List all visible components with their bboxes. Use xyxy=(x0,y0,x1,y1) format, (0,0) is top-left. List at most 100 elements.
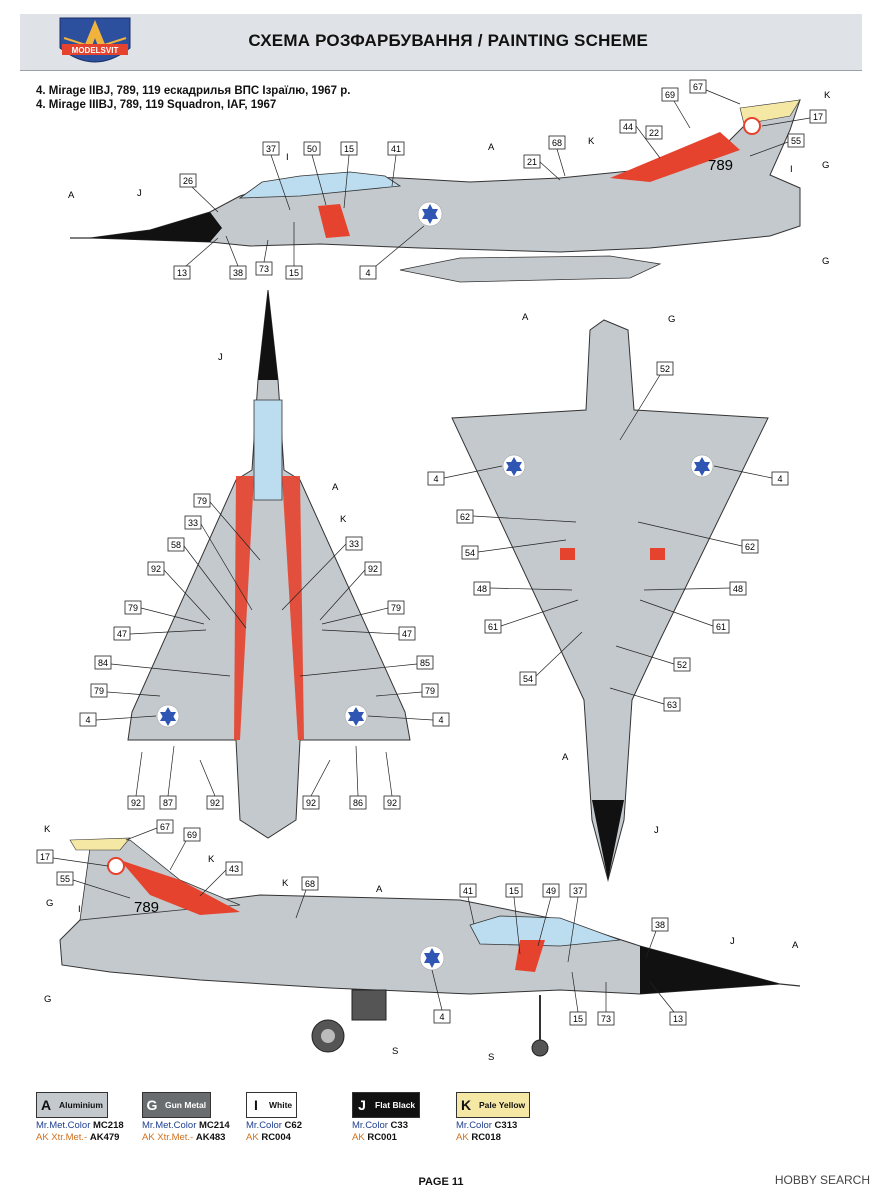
callout-54b: 54 xyxy=(519,631,583,686)
svg-text:69: 69 xyxy=(187,830,197,840)
svg-text:44: 44 xyxy=(623,122,633,132)
callout-79c: 79 xyxy=(321,600,405,625)
header-bar: MODELSVIT СХЕМА РОЗФАРБУВАННЯ / PAINTING… xyxy=(20,14,862,71)
tag-G-nose: G xyxy=(44,994,51,1005)
caption-english: 4. Mirage IIIBJ, 789, 119 Squadron, IAF,… xyxy=(36,99,277,111)
callout-55b: 55 xyxy=(56,871,131,899)
tag-A-lower: A xyxy=(562,752,569,763)
callout-21: 21 xyxy=(523,154,561,181)
callout-33b: 33 xyxy=(281,536,363,611)
callout-4b: 4 xyxy=(367,712,450,727)
svg-text:73: 73 xyxy=(601,1014,611,1024)
tag-K-plan: K xyxy=(340,514,347,525)
svg-text:73: 73 xyxy=(259,264,269,274)
tag-A-tank: A xyxy=(522,312,529,323)
tail-number-bottom: 789 xyxy=(134,899,159,916)
tag-G-plan: G xyxy=(668,314,675,325)
callout-92e: 92 xyxy=(302,759,331,810)
callout-48b: 48 xyxy=(643,581,747,596)
svg-text:33: 33 xyxy=(349,539,359,549)
tail-number-top: 789 xyxy=(708,157,733,174)
tag-J-plan: J xyxy=(218,352,223,363)
svg-text:79: 79 xyxy=(128,603,138,613)
tag-K-fin: K xyxy=(824,90,831,101)
svg-text:41: 41 xyxy=(391,144,401,154)
legend-codes-flat-black: Mr.Color C33 AK RC001 xyxy=(352,1120,408,1143)
svg-text:67: 67 xyxy=(693,82,703,92)
side-view-bottom: 789 xyxy=(59,837,801,1057)
svg-text:41: 41 xyxy=(463,886,473,896)
callout-61b: 61 xyxy=(639,599,730,634)
tag-J-bottomside: J xyxy=(730,936,735,947)
callout-17: 17 xyxy=(761,109,827,127)
callout-4c: 4 xyxy=(427,465,503,486)
svg-text:4: 4 xyxy=(365,268,370,278)
callout-92c: 92 xyxy=(127,751,145,810)
svg-text:13: 13 xyxy=(177,268,187,278)
callout-52a: 52 xyxy=(619,361,674,441)
tag-S-nose: S xyxy=(488,1052,494,1063)
callout-79b: 79 xyxy=(124,600,205,625)
svg-text:61: 61 xyxy=(488,622,498,632)
svg-text:43: 43 xyxy=(229,864,239,874)
svg-text:15: 15 xyxy=(573,1014,583,1024)
callout-26: 26 xyxy=(179,173,219,213)
callout-92d: 92 xyxy=(199,759,224,810)
svg-text:84: 84 xyxy=(98,658,108,668)
svg-text:37: 37 xyxy=(573,886,583,896)
callout-43: 43 xyxy=(199,861,243,897)
side-view-top: 789 xyxy=(70,99,801,283)
callout-47b: 47 xyxy=(321,626,416,641)
svg-text:4: 4 xyxy=(85,715,90,725)
callout-38: 38 xyxy=(225,235,247,280)
svg-text:92: 92 xyxy=(131,798,141,808)
callout-92b: 92 xyxy=(319,561,382,621)
svg-text:79: 79 xyxy=(391,603,401,613)
tag-A-top: A xyxy=(488,142,495,153)
callout-17b: 17 xyxy=(36,849,109,867)
tag-I: I xyxy=(286,152,289,163)
page-title: СХЕМА РОЗФАРБУВАННЯ / PAINTING SCHEME xyxy=(248,31,648,50)
svg-text:92: 92 xyxy=(306,798,316,808)
svg-text:15: 15 xyxy=(344,144,354,154)
callout-37b: 37 xyxy=(567,883,587,963)
callout-61a: 61 xyxy=(484,599,579,634)
callout-41: 41 xyxy=(387,141,405,187)
tag-A: A xyxy=(68,190,75,201)
svg-text:92: 92 xyxy=(387,798,397,808)
page-number: PAGE 11 xyxy=(418,1176,464,1188)
callout-47a: 47 xyxy=(113,626,207,641)
callout-52b: 52 xyxy=(615,645,691,672)
tag-S-main: S xyxy=(392,1046,398,1057)
tag-A-plan: A xyxy=(332,482,339,493)
callout-37: 37 xyxy=(262,141,291,211)
svg-text:15: 15 xyxy=(289,268,299,278)
callout-33a: 33 xyxy=(184,515,253,611)
callout-67: 67 xyxy=(689,79,741,105)
callout-79d: 79 xyxy=(90,683,161,698)
svg-text:17: 17 xyxy=(813,112,823,122)
svg-text:49: 49 xyxy=(546,886,556,896)
svg-text:47: 47 xyxy=(117,629,127,639)
svg-text:62: 62 xyxy=(460,512,470,522)
callout-54a: 54 xyxy=(461,539,567,560)
callout-58: 58 xyxy=(167,537,247,629)
plan-view-lower xyxy=(451,319,769,882)
tag-J-lower: J xyxy=(654,825,659,836)
callout-73b: 73 xyxy=(597,982,615,1026)
legend-codes-gun-metal: Mr.Met.Color MC214 AK Xtr.Met.- AK483 xyxy=(142,1120,230,1143)
tag-A-bottomside: A xyxy=(376,884,383,895)
svg-text:58: 58 xyxy=(171,540,181,550)
callout-68: 68 xyxy=(548,135,566,177)
legend-codes-white: Mr.Color C62 AK RC004 xyxy=(246,1120,302,1143)
svg-text:4: 4 xyxy=(439,1012,444,1022)
svg-text:79: 79 xyxy=(94,686,104,696)
svg-text:26: 26 xyxy=(183,176,193,186)
tag-K-bottom: K xyxy=(44,824,51,835)
callout-15d: 15 xyxy=(569,971,587,1026)
callout-92a: 92 xyxy=(147,561,211,621)
